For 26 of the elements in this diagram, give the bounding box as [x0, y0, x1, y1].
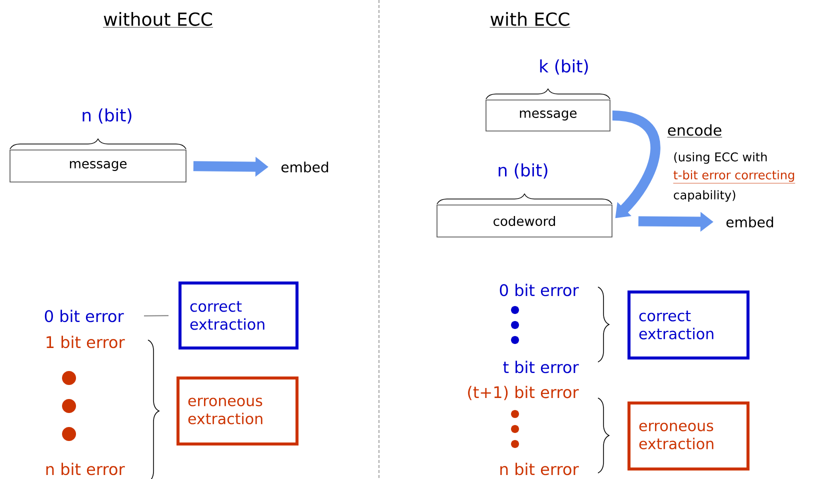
result-box: erroneous extraction	[628, 402, 750, 470]
error-count-label: n bit error	[500, 462, 579, 476]
note-text: (using ECC with	[674, 152, 767, 164]
error-count-label: (t+1) bit error	[468, 386, 579, 400]
field-box: message	[486, 100, 610, 132]
error-count-label: n bit error	[46, 462, 125, 476]
error-count-label: t bit error	[503, 360, 579, 374]
bit-length-label: n (bit)	[82, 108, 132, 124]
action-label: embed	[281, 162, 328, 172]
action-label: embed	[726, 216, 774, 228]
error-count-label: 0 bit error	[44, 310, 124, 322]
note-text: t-bit error correcting	[673, 170, 796, 184]
bit-length-label: n (bit)	[498, 163, 548, 179]
result-box: correct extraction	[178, 282, 298, 350]
error-count-label: 1 bit error	[46, 336, 125, 348]
note-text: capability)	[674, 190, 736, 202]
heading: without ECC	[102, 12, 214, 28]
heading: with ECC	[490, 12, 570, 28]
connector-line	[144, 315, 169, 316]
error-count-label: 0 bit error	[500, 284, 579, 296]
result-box: correct extraction	[628, 290, 750, 360]
result-box: erroneous extraction	[176, 376, 298, 446]
bit-length-label: k (bit)	[540, 59, 588, 75]
annotation-text: encode	[667, 124, 722, 138]
field-box: codeword	[436, 204, 612, 238]
field-box: message	[10, 150, 186, 182]
